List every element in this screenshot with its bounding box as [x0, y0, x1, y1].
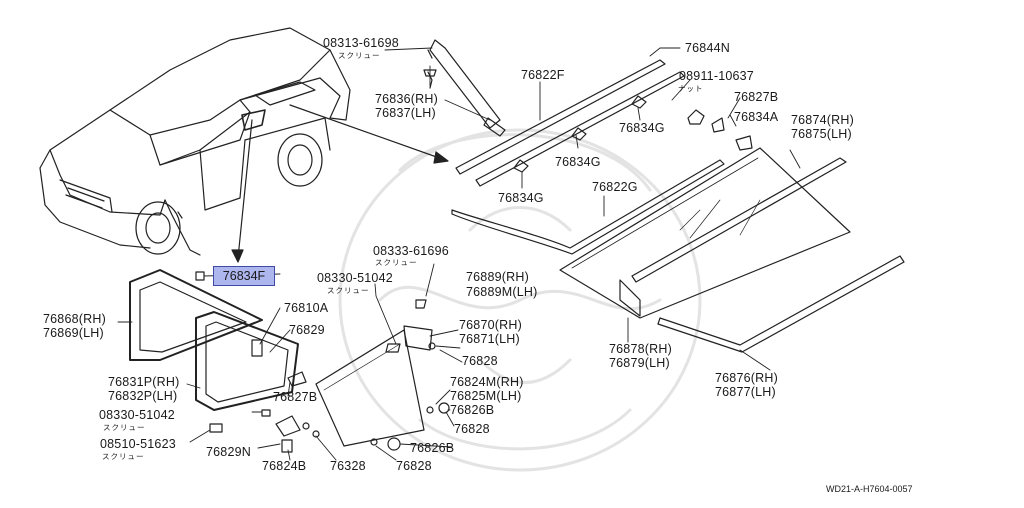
- part-label-76834G-b[interactable]: 76834G: [555, 155, 601, 169]
- kana-screw-label: スクリュー: [338, 51, 381, 60]
- part-label-76810A[interactable]: 76810A: [284, 301, 329, 315]
- part-label-76824M-rh[interactable]: 76824M(RH): [450, 375, 524, 389]
- part-label-76869-lh[interactable]: 76869(LH): [43, 326, 104, 340]
- part-label-76834G-c[interactable]: 76834G: [498, 191, 544, 205]
- part-label-76879-lh[interactable]: 76879(LH): [609, 356, 670, 370]
- part-label-76870-rh[interactable]: 76870(RH): [459, 318, 522, 332]
- kana-screw-label: スクリュー: [103, 423, 146, 432]
- part-label-76829N[interactable]: 76829N: [206, 445, 251, 459]
- part-label-76822F[interactable]: 76822F: [521, 68, 565, 82]
- part-label-76844N[interactable]: 76844N: [685, 41, 730, 55]
- part-label-08313-61698[interactable]: 08313-61698: [323, 36, 399, 50]
- part-label-08330-51042-b[interactable]: 08330-51042: [99, 408, 175, 422]
- part-label-76868-rh[interactable]: 76868(RH): [43, 312, 106, 326]
- part-label-76876-rh[interactable]: 76876(RH): [715, 371, 778, 385]
- kana-screw-label: スクリュー: [375, 258, 418, 267]
- part-label-76836-rh[interactable]: 76836(RH): [375, 92, 438, 106]
- part-label-76831P-rh[interactable]: 76831P(RH): [108, 375, 180, 389]
- part-label-76825M-lh[interactable]: 76825M(LH): [450, 389, 522, 403]
- highlighted-part-76834F[interactable]: 76834F: [213, 266, 275, 286]
- diagram-reference-code: WD21-A-H7604-0057: [826, 484, 913, 494]
- watermark-logo: [338, 128, 702, 472]
- part-label-76828-c[interactable]: 76828: [396, 459, 432, 473]
- part-label-76826B-a[interactable]: 76826B: [450, 403, 495, 417]
- part-label-76874-rh[interactable]: 76874(RH): [791, 113, 854, 127]
- part-label-76878-rh[interactable]: 76878(RH): [609, 342, 672, 356]
- part-label-08911-10637[interactable]: 08911-10637: [679, 69, 754, 83]
- part-label-08330-51042-a[interactable]: 08330-51042: [317, 271, 393, 285]
- part-label-76328[interactable]: 76328: [330, 459, 366, 473]
- part-label-76875-lh[interactable]: 76875(LH): [791, 127, 852, 141]
- part-label-08333-61696[interactable]: 08333-61696: [373, 244, 449, 258]
- part-label-76832P-lh[interactable]: 76832P(LH): [108, 389, 178, 403]
- part-label-76822G[interactable]: 76822G: [592, 180, 638, 194]
- rear-side-glass-assembly: [451, 147, 905, 353]
- part-label-76827B-upper[interactable]: 76827B: [734, 90, 779, 104]
- kana-screw-label: スクリュー: [102, 452, 145, 461]
- part-label-76828-a[interactable]: 76828: [462, 354, 498, 368]
- part-label-76834G-a[interactable]: 76834G: [619, 121, 665, 135]
- part-label-76889M-lh[interactable]: 76889M(LH): [466, 285, 538, 299]
- part-label-08510-51623[interactable]: 08510-51623: [100, 437, 176, 451]
- pointer-arrows: [231, 104, 449, 263]
- part-label-76871-lh[interactable]: 76871(LH): [459, 332, 520, 346]
- part-label-76828-b[interactable]: 76828: [454, 422, 490, 436]
- part-label-76824B[interactable]: 76824B: [262, 459, 307, 473]
- part-label-76829[interactable]: 76829: [289, 323, 325, 337]
- kana-screw-label: スクリュー: [327, 286, 370, 295]
- part-label-76837-lh[interactable]: 76837(LH): [375, 106, 436, 120]
- part-label-76827B-lower[interactable]: 76827B: [273, 390, 318, 404]
- leader-lines: [117, 47, 801, 461]
- part-label-76834A[interactable]: 76834A: [734, 110, 779, 124]
- quarter-window-frame: [129, 269, 299, 411]
- vehicle-illustration: [39, 27, 351, 256]
- kana-nut-label: ナット: [678, 84, 704, 93]
- part-label-76826B-b[interactable]: 76826B: [410, 441, 455, 455]
- quarter-glass-hinge: [209, 299, 450, 453]
- part-label-76889-rh[interactable]: 76889(RH): [466, 270, 529, 284]
- part-label-76877-lh[interactable]: 76877(LH): [715, 385, 776, 399]
